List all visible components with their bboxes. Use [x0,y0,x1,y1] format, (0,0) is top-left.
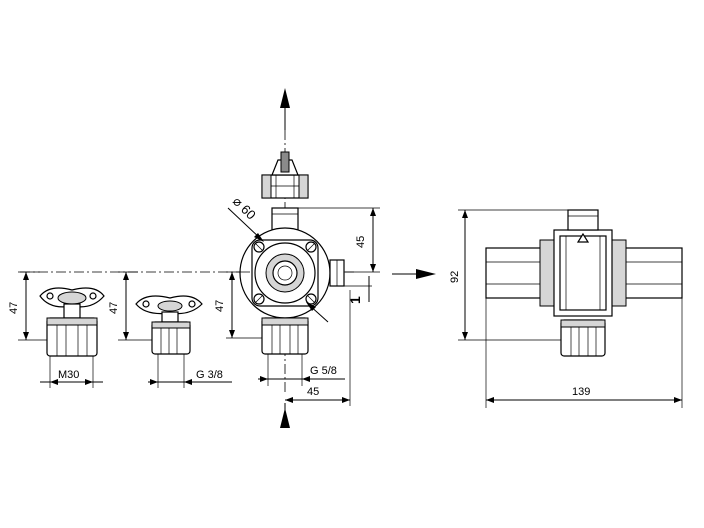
dim-m30 [40,356,103,388]
dia60-label: ⌀ 60 [230,194,259,223]
g38-label: G 3/8 [196,369,223,381]
dim-92-label: 92 [449,271,461,283]
dim-47-c-label: 47 [214,300,226,312]
dim-139 [485,298,683,408]
flow-arrow-right [392,269,436,279]
valve-side-view [485,209,683,357]
diameter-dimension [227,207,329,323]
dim-47-b [118,271,152,341]
m30-label: M30 [58,369,79,381]
num1-label: 1 [347,296,363,304]
dim-47-b-label: 47 [108,302,120,314]
dim-139-label: 139 [572,386,590,398]
dim-47-a [18,271,47,341]
top-nut-detached [261,151,309,199]
dim-47-c [226,271,262,339]
dim-92 [458,209,568,341]
fitting-g38 [135,295,203,355]
dim-g58 [258,354,345,386]
dim-1-gap [344,276,372,302]
dim-45-vertical-label: 45 [355,236,367,248]
dim-45-vertical [298,207,380,273]
dim-45-bottom [285,290,351,406]
flow-arrow-up [280,88,290,130]
dim-47-a-label: 47 [8,302,20,314]
valve-body-front [239,207,345,355]
dim-g38 [148,354,232,388]
fitting-m30 [39,287,105,357]
dim-45-bottom-label: 45 [307,386,319,398]
g58-label: G 5/8 [310,365,337,377]
flow-arrow-down-bottom [280,403,290,428]
